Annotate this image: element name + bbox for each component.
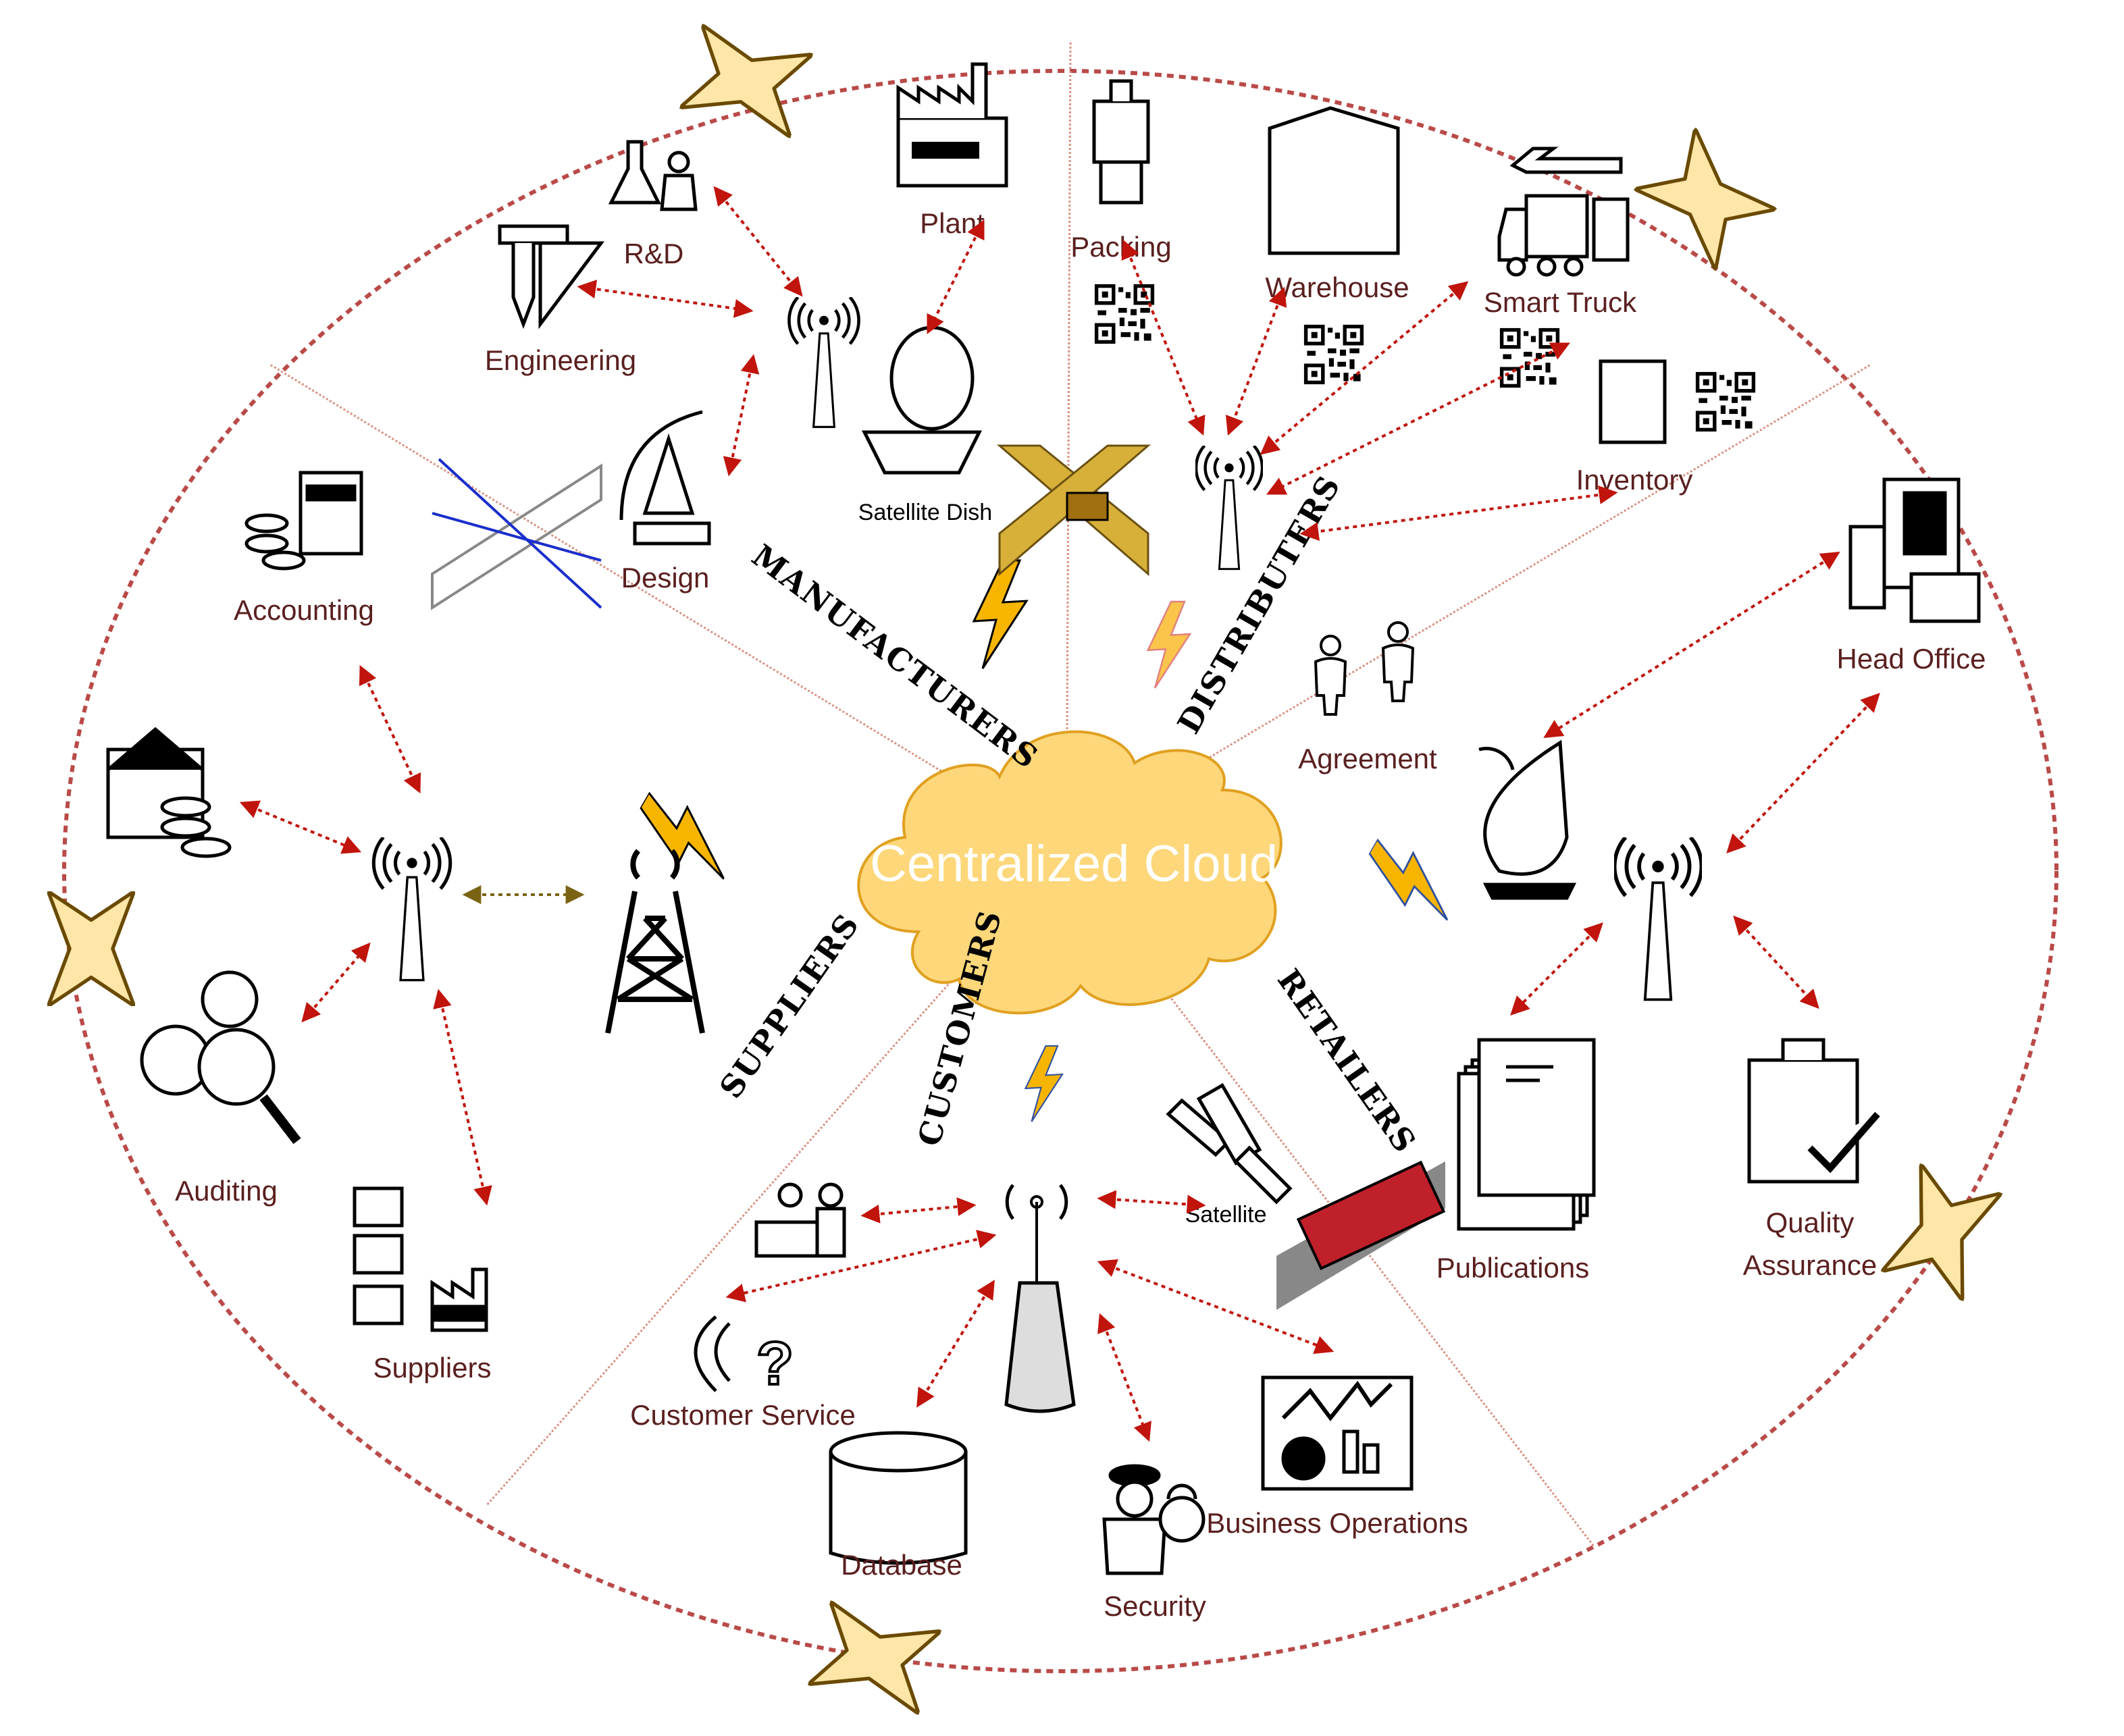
cloud-label: Centralized Cloud bbox=[870, 835, 1278, 893]
security-icon bbox=[1102, 1464, 1206, 1575]
lightning-retailers-icon bbox=[1354, 833, 1470, 928]
mail-money-icon bbox=[106, 727, 232, 858]
crossing-road-icon bbox=[996, 444, 1151, 577]
customer-service-label: Customer Service bbox=[630, 1399, 856, 1431]
agreement-label: Agreement bbox=[1298, 743, 1437, 774]
rnd-icon bbox=[608, 140, 698, 211]
smart-truck-icon bbox=[1497, 147, 1630, 277]
connection-arrows bbox=[239, 186, 1880, 1442]
database-label: Database bbox=[841, 1549, 962, 1581]
manufacturers-antenna-icon bbox=[789, 297, 858, 427]
engineering-label: Engineering bbox=[485, 344, 636, 376]
lightning-manufacturers-icon bbox=[974, 560, 1027, 668]
satellite-dish-label: Satellite Dish bbox=[858, 500, 992, 525]
packing-qr-icon bbox=[1094, 284, 1155, 344]
business-operations-label: Business Operations bbox=[1206, 1507, 1468, 1539]
smart-truck-qr-icon bbox=[1499, 327, 1560, 388]
inventory-qr-icon bbox=[1695, 371, 1756, 432]
head-office-icon bbox=[1848, 477, 1981, 623]
retail-satellite-dish-icon bbox=[1478, 739, 1577, 900]
cycle-chevron-top-icon bbox=[679, 24, 812, 137]
quality-assurance-label-2: Assurance bbox=[1743, 1249, 1877, 1281]
plant-label: Plant bbox=[920, 207, 985, 239]
sector-dividers bbox=[269, 40, 1871, 1547]
front-desk-icon bbox=[754, 1182, 846, 1258]
cycle-chevron-left-icon bbox=[48, 891, 134, 1006]
publications-icon bbox=[1457, 1038, 1596, 1231]
warehouse-label: Warehouse bbox=[1265, 271, 1409, 303]
head-office-label: Head Office bbox=[1836, 643, 1986, 675]
cycle-chevron-right-icon bbox=[1882, 1163, 2002, 1300]
suppliers-label: Suppliers bbox=[373, 1352, 491, 1384]
accounting-label: Accounting bbox=[234, 594, 374, 626]
lightning-suppliers-icon bbox=[625, 785, 747, 888]
plant-icon bbox=[896, 62, 1008, 188]
database-icon bbox=[829, 1431, 968, 1565]
customer-service-icon: ? bbox=[694, 1315, 795, 1399]
sector-distributors: DISTRIBUTERS bbox=[1170, 469, 1348, 739]
lattice-tower-icon bbox=[605, 849, 705, 1034]
suppliers-icon bbox=[353, 1186, 488, 1332]
blueprint-lines-icon bbox=[431, 458, 602, 610]
quality-assurance-icon bbox=[1747, 1038, 1880, 1184]
warehouse-icon bbox=[1268, 106, 1400, 255]
customers-tower-icon bbox=[1004, 1184, 1076, 1413]
svg-text:?: ? bbox=[756, 1330, 794, 1398]
packing-icon bbox=[1092, 79, 1150, 205]
suppliers-antenna-icon bbox=[373, 837, 450, 980]
retail-antenna-icon bbox=[1615, 837, 1702, 999]
lightning-customers-icon bbox=[1024, 1045, 1064, 1123]
warehouse-qr-icon bbox=[1303, 324, 1364, 385]
inventory-icon bbox=[1599, 359, 1667, 444]
sector-suppliers: SUPPLIERS bbox=[713, 906, 866, 1105]
train-icon bbox=[1276, 1160, 1446, 1310]
smart-truck-label: Smart Truck bbox=[1484, 286, 1637, 318]
security-label: Security bbox=[1104, 1590, 1206, 1622]
inventory-label: Inventory bbox=[1576, 464, 1693, 496]
satellite-dish-icon bbox=[861, 325, 983, 475]
cycle-chevron-right-top-icon bbox=[1634, 128, 1776, 270]
auditing-label: Auditing bbox=[175, 1175, 278, 1207]
distributors-antenna-icon bbox=[1196, 446, 1262, 569]
lightning-distributors-icon bbox=[1148, 602, 1190, 688]
quality-assurance-label-1: Quality bbox=[1766, 1207, 1855, 1238]
centralized-cloud: Centralized Cloud bbox=[857, 730, 1283, 1015]
design-label: Design bbox=[621, 562, 710, 594]
business-operations-icon bbox=[1261, 1375, 1414, 1491]
sector-retailers: RETAILERS bbox=[1270, 962, 1424, 1159]
rnd-label: R&D bbox=[624, 238, 684, 269]
design-icon bbox=[619, 410, 711, 546]
cycle-chevron-bottom-icon bbox=[808, 1601, 941, 1714]
engineering-icon bbox=[498, 224, 604, 330]
packing-label: Packing bbox=[1070, 231, 1171, 263]
publications-label: Publications bbox=[1436, 1252, 1589, 1284]
accounting-icon bbox=[244, 471, 363, 571]
satellite-label: Satellite bbox=[1185, 1202, 1267, 1228]
satellite-icon bbox=[1166, 1082, 1293, 1205]
outer-cycle-ring bbox=[62, 69, 2058, 1673]
auditing-icon bbox=[140, 970, 301, 1145]
agreement-icon bbox=[1314, 621, 1414, 716]
